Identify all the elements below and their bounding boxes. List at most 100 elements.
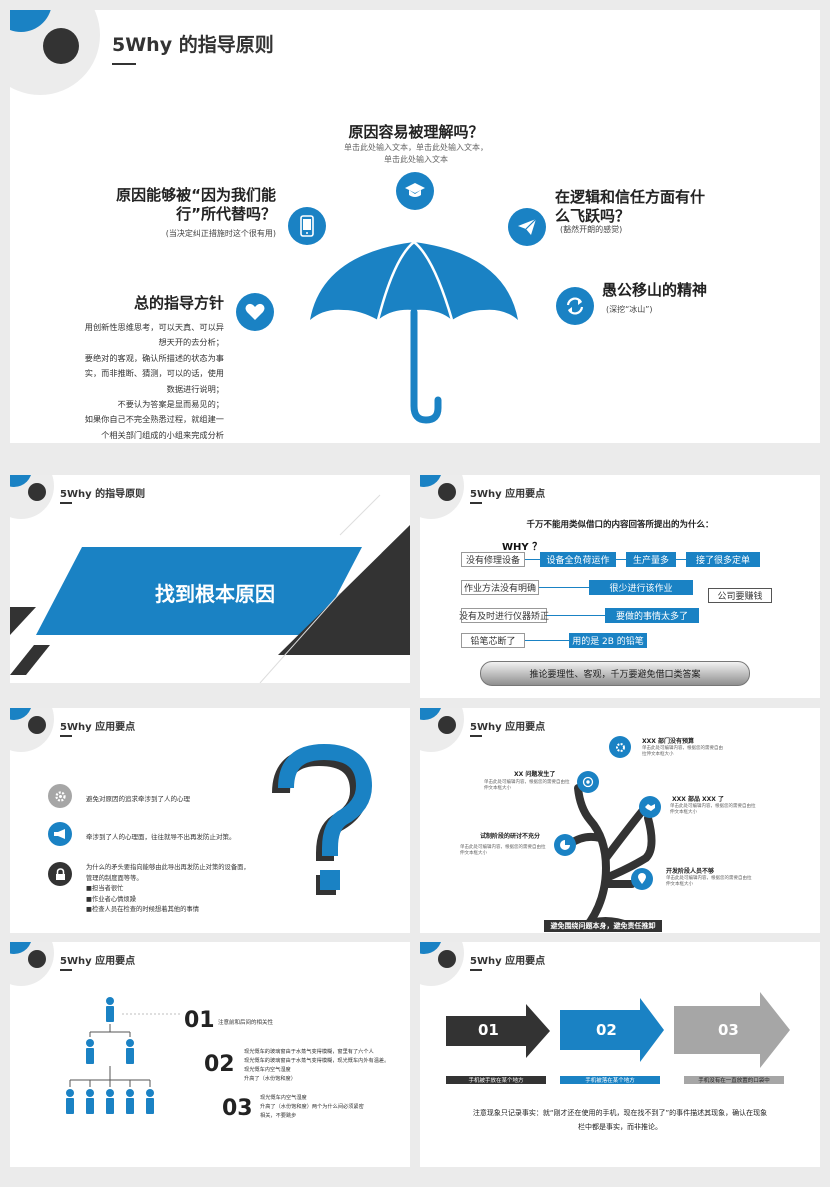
point-text: 避免对原因的追求牵涉到了人的心理 bbox=[86, 795, 190, 803]
target-icon bbox=[577, 771, 599, 793]
graduation-cap-icon bbox=[396, 172, 434, 210]
principle-line: 如果你自己不完全熟悉过程，就组建一 bbox=[84, 414, 224, 425]
step-number: 02 bbox=[204, 1052, 235, 1077]
step-line: 升高了（水份饱和度）两个为什么间必须紧密 bbox=[260, 1104, 364, 1110]
why-box: 作业方法没有明确 bbox=[461, 580, 539, 595]
handshake-icon bbox=[639, 796, 661, 818]
slide-guiding-principles: 5Why 的指导原则 原因容易被理解吗？ 单击此处输入文本，单击此处输入文本， … bbox=[10, 10, 820, 443]
tree-banner-text: 避免围绕问题本身，避免责任推卸 bbox=[550, 922, 656, 930]
step-text-block: 现光慨车内空气湿度 升高了（水份饱和度）两个为什么间必须紧密 相关，不要跳步 bbox=[260, 1094, 364, 1121]
arrow-label: 手机没有在一直放置的口袋中 bbox=[698, 1078, 770, 1084]
footer-line: 栏中都是事实，而非推论。 bbox=[578, 1123, 662, 1131]
tree-label-title: 开发阶段人员不够 bbox=[666, 868, 715, 875]
connector bbox=[539, 587, 589, 588]
point-text: 牵涉到了人的心理面，往往就导不出再发防止对策。 bbox=[86, 833, 236, 841]
point-line: ■作业者心情烦躁 bbox=[86, 895, 137, 903]
title-underline bbox=[470, 502, 482, 504]
principle-title: 愚公移山的精神 bbox=[602, 281, 708, 299]
arrow-number: 01 bbox=[478, 1021, 499, 1039]
megaphone-icon bbox=[48, 822, 72, 846]
tree-label-desc: 单击此处可编辑内容，根据您的需要自由拉伸文本框大小 bbox=[642, 746, 723, 757]
arrow-label: 手机被手放在某个地方 bbox=[468, 1078, 524, 1084]
slide-tree: 5Why 应用要点 XXX 部门没有预算 单击此处可编辑内容，根据您的需要自由拉… bbox=[420, 708, 820, 933]
principle-title: 总的指导方针 bbox=[133, 294, 224, 312]
point-text-block: 为什么的矛头要指向能够由此导出再发防止对策的设备面， 管理的制度面等等。 ■担当… bbox=[86, 863, 250, 916]
lock-icon bbox=[48, 862, 72, 886]
question-note: (当决定纠正措施时这个很有用) bbox=[165, 229, 276, 238]
question-body: 单击此处输入文本 bbox=[384, 155, 448, 164]
tree-label-title: 试制阶段的研讨不充分 bbox=[480, 833, 541, 840]
footer-line: 注意现象只记录事实：就“刚才还在使用的手机，现在找不到了”的事件描述其现象，确认… bbox=[472, 1109, 768, 1117]
slide-why-excuses: 5Why 应用要点 千万不能用类似借口的内容回答所提出的为什么： WHY ？ 没… bbox=[420, 475, 820, 698]
question-title: 行”所代替吗？ bbox=[176, 205, 276, 223]
principle-line: 用创新性思维思考，可以天真、可以异 bbox=[84, 322, 224, 332]
root-cause-banner: 找到根本原因 bbox=[155, 582, 275, 606]
arrow-label-bar: 手机被落在某个地方 bbox=[560, 1076, 660, 1084]
decor-circle bbox=[28, 716, 46, 734]
title-underline bbox=[60, 502, 72, 504]
principle-line: 实，而非推断、猜测，可以的话，使用 bbox=[84, 368, 224, 379]
arrow-label-bar: 手机被手放在某个地方 bbox=[446, 1076, 546, 1084]
point-line: 为什么的矛头要指向能够由此导出再发防止对策的设备面， bbox=[86, 864, 250, 871]
step-line: 现光慨车的玻璃窗由于水蒸气变得模糊，窗里有了六个人 bbox=[244, 1049, 374, 1055]
tree-label-title: XXX 部门没有预算 bbox=[642, 738, 694, 745]
question-note: (豁然开朗的感觉) bbox=[560, 225, 623, 234]
slide-title: 5Why 应用要点 bbox=[60, 956, 136, 967]
point-line: 管理的制度面等等。 bbox=[86, 874, 143, 882]
arrow-01 bbox=[446, 1004, 550, 1058]
connector bbox=[525, 559, 540, 560]
why-box: 铅笔芯断了 bbox=[461, 633, 525, 648]
step-text: 注意前和后间的相关性 bbox=[218, 1020, 274, 1026]
tree-label-desc: 单击此处可编辑内容，根据您的需要自由拉伸文本框大小 bbox=[666, 876, 752, 887]
excuse-heading: 千万不能用类似借口的内容回答所提出的为什么： bbox=[526, 520, 714, 530]
step-text-block: 现光慨车的玻璃窗由于水蒸气变得模糊，窗里有了六个人 现光慨车的玻璃窗由于水蒸气变… bbox=[244, 1048, 389, 1084]
principle-line: 个相关部门组成的小组来完成分析 bbox=[101, 429, 224, 440]
question-title: 原因容易被理解吗？ bbox=[348, 123, 484, 141]
connector bbox=[616, 559, 626, 560]
heart-icon bbox=[236, 293, 274, 331]
principle-note: (深挖“冰山”) bbox=[606, 305, 653, 314]
arrow-03 bbox=[674, 992, 790, 1068]
connector bbox=[676, 559, 686, 560]
slide-title: 5Why 的指导原则 bbox=[60, 489, 146, 500]
connector bbox=[525, 640, 569, 641]
org-tree-graphic bbox=[66, 997, 182, 1114]
gear-icon bbox=[609, 736, 631, 758]
decor-circle bbox=[28, 483, 46, 501]
slide-title: 5Why 的指导原则 bbox=[112, 34, 274, 56]
decor-circle bbox=[43, 28, 79, 64]
slide-title: 5Why 应用要点 bbox=[60, 722, 136, 733]
tree-banner: 避免围绕问题本身，避免责任推卸 bbox=[544, 920, 662, 932]
step-line: 现光慨车内空气湿度 bbox=[260, 1095, 307, 1101]
principle-line: 要绝对的客观，确认所描述的状态为事 bbox=[84, 352, 224, 363]
decor-circle bbox=[438, 950, 456, 968]
gear-icon bbox=[48, 784, 72, 808]
title-underline bbox=[112, 63, 136, 65]
tree-label-desc: 单击此处可编辑内容，根据您的需要自由拉伸文本框大小 bbox=[484, 780, 570, 791]
decor-circle bbox=[438, 483, 456, 501]
pie-chart-icon bbox=[554, 834, 576, 856]
paper-plane-icon bbox=[508, 208, 546, 246]
tree-label-desc: 单击此处可编辑内容，根据您的需要自由拉伸文本框大小 bbox=[670, 804, 756, 815]
title-underline bbox=[60, 735, 72, 737]
point-line: ■担当者很忙 bbox=[86, 885, 124, 892]
decor-circle bbox=[438, 716, 456, 734]
why-box: 接了很多定单 bbox=[686, 552, 760, 567]
why-box: 很少进行该作业 bbox=[589, 580, 693, 595]
why-box: 用的是 2B 的铅笔 bbox=[569, 633, 647, 648]
question-title: 在逻辑和信任方面有什 bbox=[555, 188, 706, 206]
principle-line: 不要认为答案是显而易见的； bbox=[117, 399, 224, 410]
footer-text: 推论要理性、客观，千万要避免借口类答案 bbox=[529, 670, 701, 680]
step-line: 现光慨车内空气湿度 bbox=[244, 1067, 291, 1073]
question-title: 原因能够被“因为我们能 bbox=[116, 186, 276, 204]
slide-title: 5Why 应用要点 bbox=[470, 722, 546, 733]
why-box: 要做的事情太多了 bbox=[605, 608, 699, 623]
arrow-label: 手机被落在某个地方 bbox=[585, 1078, 635, 1084]
point-line: ■检查人员在检查的时候想着其他的事情 bbox=[86, 906, 199, 913]
step-line: 升高了（水份饱和度） bbox=[244, 1076, 296, 1082]
slide-root-cause: 5Why 的指导原则 找到根本原因 bbox=[10, 475, 410, 683]
slide-title: 5Why 应用要点 bbox=[470, 489, 546, 500]
arrow-number: 02 bbox=[596, 1021, 617, 1039]
principle-list: 用创新性思维思考，可以天真、可以异 想天开的去分析； 要绝对的客观，确认所描述的… bbox=[62, 320, 224, 443]
slide-hierarchy: 5Why 应用要点 01 注意前和后间的相关性 02 现光慨车的玻璃窗由于水蒸气… bbox=[10, 942, 410, 1167]
